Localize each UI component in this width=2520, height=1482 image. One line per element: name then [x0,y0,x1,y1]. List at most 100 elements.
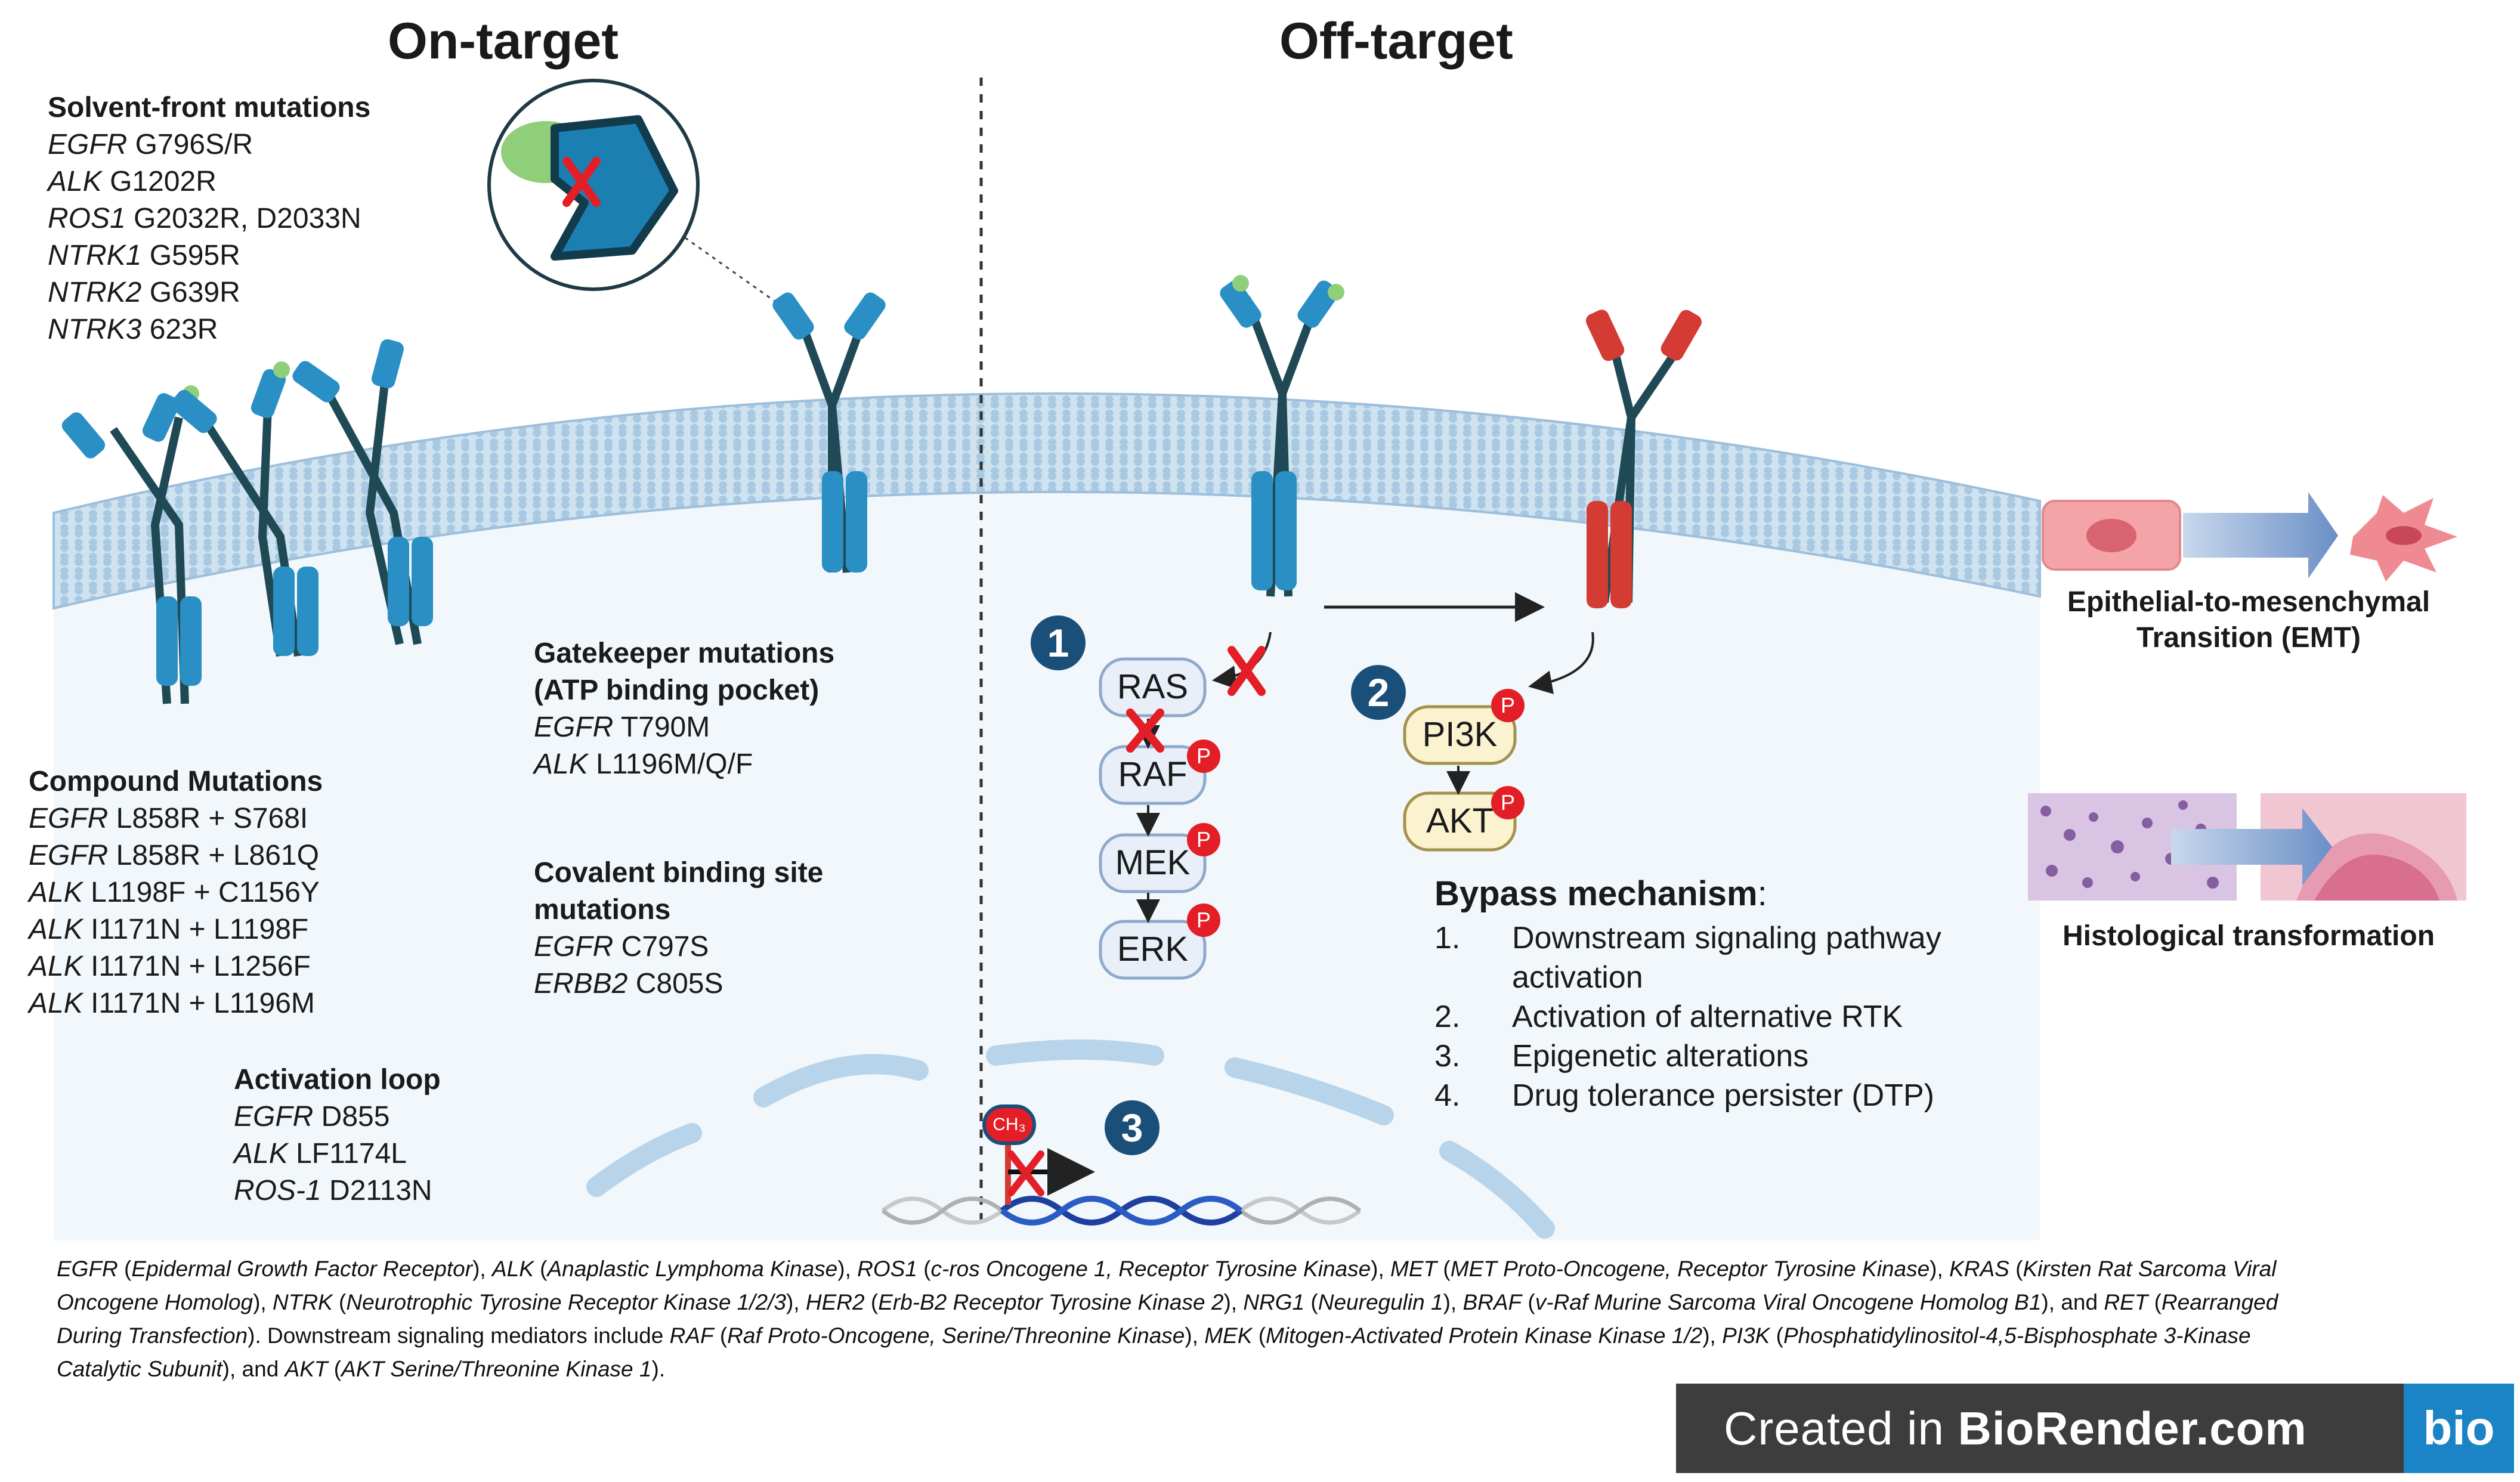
footnote-segment: Epidermal Growth Factor Receptor [131,1257,473,1281]
bypass-item-text: Epigenetic alterations [1512,1039,1809,1073]
receptor-group-left [61,292,886,704]
mutation-name: 623R [141,314,218,345]
histology-label: Histological transformation [2062,920,2435,952]
mutation-entry: NTRK2 G639R [48,274,370,311]
pi3k-node-label: PI3K [1422,715,1498,754]
biorender-watermark[interactable]: Created in BioRender.com bio [1676,1384,2514,1473]
gene-name: NTRK1 [48,240,142,271]
phospho-badge: P [1187,740,1220,773]
footnote-segment: ), [1930,1257,1950,1281]
footnote-segment: Raf Proto-Oncogene, Serine/Threonine Kin… [727,1323,1185,1348]
footnote-segment: ), [786,1290,806,1314]
mutation-name: C797S [613,931,709,963]
cell-membrane [52,392,2041,610]
nuclear-envelope [586,1039,1555,1239]
footnote-segment: ), [472,1257,492,1281]
footnote-segment: ), [1371,1257,1391,1281]
mutation-name: L858R + L861Q [108,840,319,871]
mutation-entry: EGFR T790M [534,709,834,746]
mutation-name: G796S/R [127,129,253,160]
footnote-segment: ), [253,1290,273,1314]
x-mark-icon [1126,708,1164,753]
footnote-segment: ), [1443,1290,1463,1314]
footnote-segment: c-ros Oncogene 1, Receptor Tyrosine Kina… [930,1257,1371,1281]
footnote-segment: ROS1 [857,1257,917,1281]
footnote-segment: ), and [222,1357,285,1381]
mutation-name: G2032R, D2033N [125,203,361,234]
gene-name: ALK [234,1138,288,1169]
mutation-entry: ALK I1171N + L1256F [29,948,323,985]
mutation-entry: ALK L1198F + C1156Y [29,874,323,911]
biorender-logo-icon: bio [2404,1384,2514,1473]
footnote-segment: ( [864,1290,879,1314]
footnote-segment: Anaplastic Lymphoma Kinase [547,1257,838,1281]
footnote-segment: RET [2104,1290,2148,1314]
methyl-badge: CH₃ [982,1104,1036,1145]
footnote-segment: ( [1437,1257,1451,1281]
mutation-name: D2113N [321,1175,432,1206]
footnote-segment: ( [2009,1257,2023,1281]
footnote-segment: ( [713,1323,728,1348]
gene-name: NTRK2 [48,277,142,308]
footnote-segment: ( [332,1290,347,1314]
cell-interior [54,420,2040,1240]
mutation-name: I1171N + L1256F [82,951,311,982]
mutation-name: L1196M/Q/F [588,748,753,780]
mutation-entry: NTRK3 623R [48,311,370,348]
footnote-segment: Catalytic Subunit [57,1357,222,1381]
gatekeeper-subheading: (ATP binding pocket) [534,675,820,706]
footnote-segment: KRAS [1949,1257,2009,1281]
mutation-entry: ALK I1171N + L1196M [29,985,323,1022]
footnote-segment: Erb-B2 Receptor Tyrosine Kinase 2 [878,1290,1224,1314]
mutation-name: LF1174L [287,1138,407,1169]
gene-name: NTRK3 [48,314,142,345]
erk-node-label: ERK [1117,930,1189,969]
bypass-block: Bypass mechanism: 1.Downstream signaling… [1434,874,2001,1115]
mutation-name: D855 [313,1101,390,1133]
activation-loop-heading: Activation loop [234,1064,441,1096]
mutation-entry: NTRK1 G595R [48,237,370,274]
gene-name: ERBB2 [534,968,628,1000]
footnote-segment: ( [1522,1290,1535,1314]
phospho-badge: P [1491,689,1525,722]
gene-name: ALK [29,914,83,945]
methylation-marker [1005,1145,1095,1205]
footnote-line: Oncogene Homolog), NTRK (Neurotrophic Ty… [57,1286,2490,1319]
gene-name: ALK [534,748,588,780]
compound-heading: Compound Mutations [29,766,323,797]
footnote-segment: Kirsten Rat Sarcoma Viral [2023,1257,2277,1281]
bypass-item-number: 4. [1434,1078,1461,1113]
footnote-segment: MET [1390,1257,1437,1281]
bypass-title: Bypass mechanism: [1434,874,1767,913]
footnote-segment: ), [837,1257,858,1281]
footnote-line: EGFR (Epidermal Growth Factor Receptor),… [57,1252,2490,1286]
mutation-name: C805S [627,968,723,1000]
arrow-icon [1528,632,1594,694]
x-mark-icon [562,157,601,207]
footnote-segment: ALK [491,1257,534,1281]
off-target-title: Off-target [1279,13,1513,70]
gatekeeper-block: Gatekeeper mutations (ATP binding pocket… [534,635,834,783]
footnote-segment: ( [327,1357,342,1381]
histology-illustration [2028,793,2466,901]
dna-helix [881,1196,1362,1226]
footnote-segment: Neurotrophic Tyrosine Receptor Kinase 1/… [346,1290,786,1314]
gene-name: ROS1 [48,203,126,234]
footnote-segment: NRG1 [1243,1290,1305,1314]
x-mark-icon [1227,646,1266,696]
akt-node-label: AKT [1426,802,1494,840]
footnote: EGFR (Epidermal Growth Factor Receptor),… [57,1252,2490,1386]
gene-name: EGFR [234,1101,314,1133]
footnote-segment: ( [1770,1323,1783,1348]
covalent-subheading: mutations [534,894,671,926]
bypass-item-text: Activation of alternative RTK [1512,1000,1903,1034]
zoom-inset [487,79,788,311]
footnote-segment: v-Raf Murine Sarcoma Viral Oncogene Homo… [1535,1290,2042,1314]
footnote-segment: ), [1702,1323,1723,1348]
